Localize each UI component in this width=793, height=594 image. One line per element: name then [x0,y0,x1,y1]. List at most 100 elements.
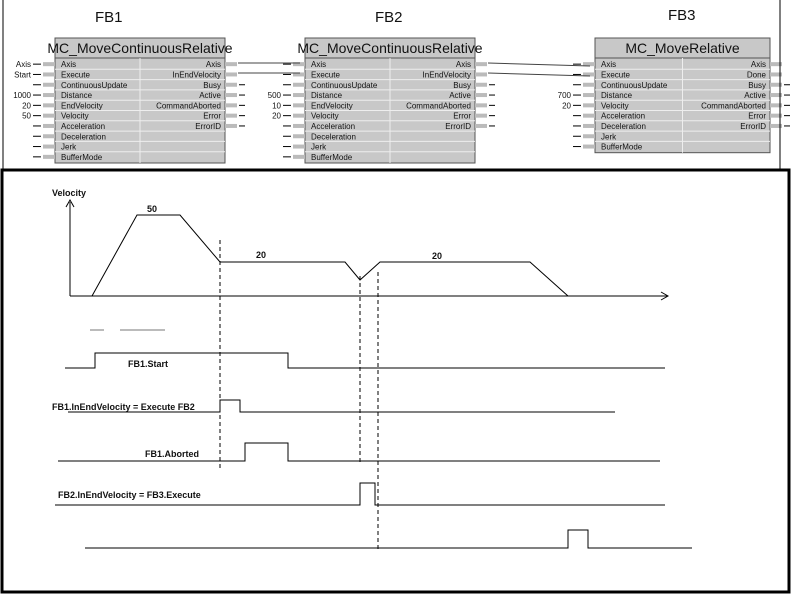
block-label: FB2 [375,9,403,26]
input-pin[interactable] [583,93,595,98]
input-pin[interactable] [43,93,55,98]
output-pin[interactable] [770,123,782,128]
output-pin[interactable] [770,72,782,77]
output-pin[interactable] [770,62,782,67]
y-axis-arrow [65,198,75,208]
input-distance: Distance [601,91,633,100]
input-pin[interactable] [583,103,595,108]
output-pin[interactable] [770,113,782,118]
output-pin[interactable] [225,113,237,118]
output-pin[interactable] [225,72,237,77]
input-pin[interactable] [293,154,305,159]
input-execute: Execute [601,70,630,79]
input-pin[interactable] [293,72,305,77]
input-pin[interactable] [583,62,595,67]
function-block-fb2[interactable]: FB2MC_MoveContinuousRelativeAxisExecuteC… [268,9,495,164]
input-pin[interactable] [293,82,305,87]
input-distance: Distance [311,91,343,100]
input-distance: Distance [61,91,93,100]
signal-label-fb1-aborted: FB1.Aborted [145,449,199,459]
input-deceleration: Deceleration [601,122,646,131]
input-value: 500 [268,91,282,100]
input-pin[interactable] [293,93,305,98]
output-pin[interactable] [770,93,782,98]
input-endvelocity: EndVelocity [311,101,353,110]
output-errorid: ErrorID [740,122,766,131]
output-pin[interactable] [475,62,487,67]
output-pin[interactable] [225,62,237,67]
input-pin[interactable] [583,123,595,128]
output-error: Error [203,112,221,121]
input-velocity: Velocity [311,112,339,121]
signal-label-fb1-start: FB1.Start [128,359,168,369]
input-buffermode: BufferMode [311,153,353,162]
input-pin[interactable] [293,123,305,128]
input-pin[interactable] [43,144,55,149]
velocity-label-fb3: 20 [432,251,442,261]
output-pin[interactable] [475,113,487,118]
input-endvelocity: EndVelocity [61,101,103,110]
output-errorid: ErrorID [195,122,221,131]
input-pin[interactable] [43,113,55,118]
input-value: 10 [272,101,281,110]
input-pin[interactable] [43,72,55,77]
input-buffermode: BufferMode [601,143,643,152]
output-inendvelocity: InEndVelocity [173,70,221,79]
input-pin[interactable] [583,134,595,139]
input-velocity: Velocity [601,101,629,110]
function-block-fb3[interactable]: FB3MC_MoveRelativeAxisExecuteContinuousU… [558,7,790,154]
output-pin[interactable] [475,72,487,77]
input-value: 700 [558,91,572,100]
timing-frame [0,168,791,594]
input-pin[interactable] [43,103,55,108]
input-continuousupdate: ContinuousUpdate [311,81,378,90]
output-commandaborted: CommandAborted [701,101,766,110]
output-pin[interactable] [475,123,487,128]
function-block-fb1[interactable]: FB1MC_MoveContinuousRelativeAxisAxisExec… [13,9,245,164]
output-pin[interactable] [225,93,237,98]
input-pin[interactable] [583,144,595,149]
input-pin[interactable] [43,134,55,139]
input-pin[interactable] [583,113,595,118]
output-commandaborted: CommandAborted [156,101,221,110]
input-value: Axis [16,60,31,69]
output-pin[interactable] [770,103,782,108]
input-pin[interactable] [293,103,305,108]
output-active: Active [449,91,471,100]
input-jerk: Jerk [601,132,617,141]
input-axis: Axis [61,60,76,69]
input-pin[interactable] [43,154,55,159]
input-pin[interactable] [293,144,305,149]
output-pin[interactable] [225,103,237,108]
velocity-chart: Velocity 50 20 20 [52,188,670,301]
input-pin[interactable] [583,82,595,87]
velocity-profile [91,214,569,297]
input-pin[interactable] [293,113,305,118]
input-pin[interactable] [293,62,305,67]
output-errorid: ErrorID [445,122,471,131]
input-pin[interactable] [43,82,55,87]
output-commandaborted: CommandAborted [406,101,471,110]
input-pin[interactable] [293,134,305,139]
output-pin[interactable] [475,93,487,98]
block-type: MC_MoveContinuousRelative [47,40,232,56]
input-pin[interactable] [583,72,595,77]
output-busy: Busy [453,81,471,90]
output-pin[interactable] [475,82,487,87]
input-value: 20 [562,101,571,110]
velocity-label-fb2: 20 [256,250,266,260]
input-pin[interactable] [43,62,55,67]
block-label: FB3 [668,7,696,24]
output-active: Active [744,91,766,100]
output-pin[interactable] [225,123,237,128]
output-pin[interactable] [225,82,237,87]
output-error: Error [748,112,766,121]
output-pin[interactable] [770,82,782,87]
fb2-inendvelocity-to-fb3-execute [487,72,591,77]
input-continuousupdate: ContinuousUpdate [61,81,128,90]
input-pin[interactable] [43,123,55,128]
input-buffermode: BufferMode [61,153,103,162]
output-pin[interactable] [475,103,487,108]
output-error: Error [453,112,471,121]
